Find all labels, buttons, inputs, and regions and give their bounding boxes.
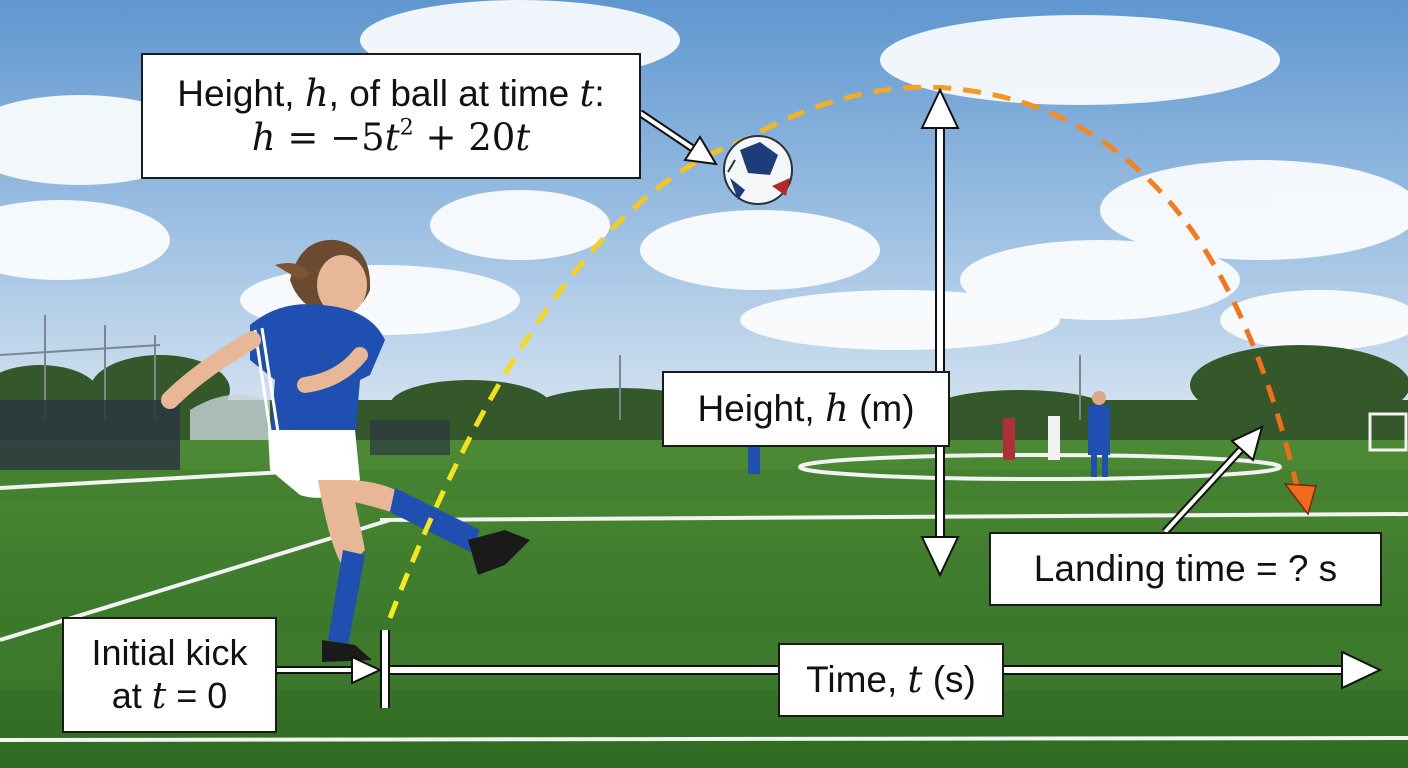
player-figure	[161, 239, 530, 662]
kick-label-prefix: at	[111, 674, 152, 716]
equation-title-var-h: h	[304, 72, 329, 116]
landing-time-label: Landing time = ? s	[989, 532, 1382, 606]
equation-pointer	[638, 111, 697, 152]
equation-label: Height, h, of ball at time t: h = −5t2 +…	[141, 53, 641, 179]
formula-coef-1: = −5	[275, 116, 385, 159]
time-label-prefix: Time,	[806, 659, 908, 701]
landing-pointer-arrow-icon	[1230, 425, 1264, 462]
kick-label-var: t	[151, 675, 167, 717]
formula-var-2: t	[515, 116, 531, 159]
trajectory-path	[387, 84, 1303, 619]
equation-title-prefix: Height,	[177, 73, 305, 115]
kick-pointer-arrow-icon	[351, 655, 383, 685]
kick-label-suffix: = 0	[166, 674, 228, 716]
height-label-prefix: Height,	[697, 388, 825, 430]
height-label-unit: (m)	[848, 388, 915, 430]
kick-label-line2: at t = 0	[112, 675, 228, 718]
initial-kick-label: Initial kick at t = 0	[62, 617, 277, 733]
height-axis-up-arrow-icon	[920, 87, 960, 129]
equation-title-suffix: :	[594, 73, 605, 115]
formula-var-1: t	[384, 116, 400, 159]
formula-lhs: h	[251, 116, 276, 159]
spectators	[0, 400, 450, 470]
time-label-unit: (s)	[922, 659, 976, 701]
equation-title-var-t: t	[579, 72, 595, 116]
kick-label-line1: Initial kick	[91, 632, 248, 674]
equation-pointer-arrow-icon	[683, 135, 718, 166]
time-axis-arrow-icon	[1341, 650, 1383, 690]
height-label-var: h	[824, 387, 849, 431]
trajectory-arrowhead-icon	[1283, 483, 1317, 516]
time-label-var: t	[907, 658, 923, 702]
equation-title: Height, h, of ball at time t:	[177, 72, 604, 116]
formula-coef-2: + 20	[413, 116, 516, 159]
equation-title-mid: , of ball at time	[328, 73, 580, 115]
height-axis-label: Height, h (m)	[662, 371, 950, 447]
dugout	[190, 394, 270, 440]
height-axis-down-arrow-icon	[920, 536, 960, 578]
equation-formula: h = −5t2 + 20t	[252, 116, 530, 160]
landing-time-text: Landing time = ? s	[1033, 548, 1338, 590]
time-axis-label: Time, t (s)	[778, 643, 1004, 717]
goal	[1368, 412, 1408, 452]
soccer-ball-icon	[723, 135, 793, 205]
formula-exponent: 2	[399, 114, 414, 141]
landing-pointer	[1163, 443, 1247, 534]
distant-players	[748, 391, 1110, 477]
